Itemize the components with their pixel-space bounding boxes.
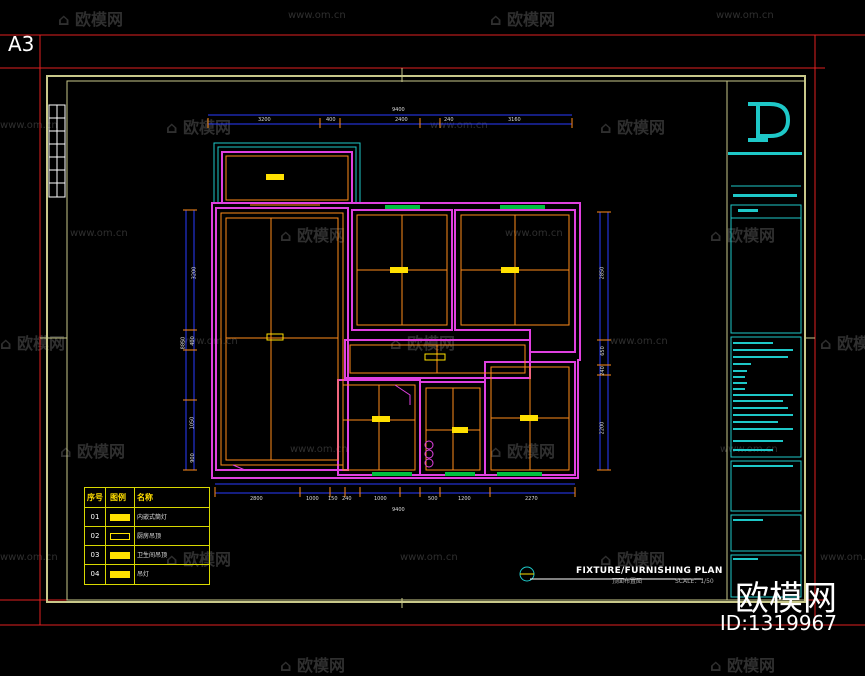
watermark-logo: ⌂ 欧模网 <box>58 10 124 29</box>
dimension-lines <box>185 114 609 494</box>
dim-right-seg: 2200 <box>599 421 606 435</box>
sheet-size-label: A3 <box>8 32 35 56</box>
watermark-url: www.om.cn <box>400 552 458 563</box>
dim-top-seg: 2400 <box>395 117 408 123</box>
kitchen-ceiling-swatch-icon <box>110 533 130 540</box>
dim-top-seg: 3160 <box>508 117 521 123</box>
watermark-url: www.om.cn <box>610 336 668 347</box>
legend-symbol <box>106 527 135 546</box>
legend-no: 02 <box>85 527 106 546</box>
dimension-ticks <box>183 118 611 497</box>
legend-row: 03 卫生间吊顶 <box>85 545 209 565</box>
downlight-swatch-icon <box>110 514 130 521</box>
dim-left-seg: 1050 <box>189 416 196 430</box>
legend-symbol <box>106 508 135 527</box>
dim-left-seg: 3200 <box>191 266 198 280</box>
legend-header-symbol: 图例 <box>106 488 135 507</box>
watermark-url: www.om.cn <box>70 228 128 239</box>
legend-table: 序号 图例 名称 01 内嵌式筒灯 02 厨房吊顶 03 卫生间吊顶 04 吊灯 <box>84 487 210 585</box>
watermark-url: www.om.cn <box>288 10 346 21</box>
dim-bottom-total: 9400 <box>392 507 405 513</box>
dim-left-seg: 900 <box>189 453 196 463</box>
bathroom-ceiling-swatch-icon <box>110 552 130 559</box>
legend-row: 02 厨房吊顶 <box>85 526 209 546</box>
watermark-url: www.om.cn <box>0 552 58 563</box>
legend-header-no: 序号 <box>85 488 106 507</box>
north-arrow-icon <box>519 566 703 582</box>
dim-top-seg: 240 <box>444 117 454 123</box>
watermark-url: www.om.cn <box>290 444 348 455</box>
plan-scale: SCALE：1/50 <box>675 578 714 585</box>
sheet-frame <box>40 68 815 608</box>
dim-left-seg: 400 <box>189 336 196 346</box>
watermark-logo: ⌂ 欧模网 <box>710 226 776 245</box>
windows <box>372 205 545 476</box>
dimension-labels: 9400 3200 400 2400 240 3160 2800 1000 15… <box>180 107 606 513</box>
dim-right-seg: 240 <box>599 366 606 376</box>
watermark-logo: ⌂ 欧模网 <box>820 334 865 353</box>
watermark-url: www.om.cn <box>0 120 58 131</box>
legend-no: 01 <box>85 508 106 527</box>
room-labels <box>266 333 446 361</box>
watermark-url: www.om.cn <box>716 10 774 21</box>
watermark-logo: ⌂ 欧模网 <box>166 118 232 137</box>
legend-name: 吊灯 <box>137 571 150 578</box>
watermark-url: www.om.cn <box>180 336 238 347</box>
watermark-logo: ⌂ 欧模网 <box>600 118 666 137</box>
legend-row: 01 内嵌式筒灯 <box>85 507 209 527</box>
legend-no: 03 <box>85 546 106 565</box>
watermark-logo: ⌂ 欧模网 <box>280 226 346 245</box>
dim-bottom-seg: 500 <box>428 496 438 502</box>
plan-title: FIXTURE/FURNISHING PLAN <box>576 566 723 576</box>
dim-top-seg: 3200 <box>258 117 271 123</box>
watermark-logo: ⌂ 欧模网 <box>490 10 556 29</box>
cad-drawing <box>0 34 865 626</box>
watermark-url: www.om.cn <box>430 120 488 131</box>
revision-boxes <box>48 104 66 198</box>
watermark-logo: ⌂ 欧模网 <box>390 334 456 353</box>
dim-bottom-seg: 1000 <box>306 496 319 502</box>
walls <box>211 151 581 479</box>
dim-right-seg: 2850 <box>599 266 606 280</box>
dim-bottom-seg: 240 <box>342 496 352 502</box>
legend-no: 04 <box>85 565 106 584</box>
dim-bottom-seg: 2800 <box>250 496 263 502</box>
legend-header-row: 序号 图例 名称 <box>85 488 209 507</box>
watermark-logo: ⌂ 欧模网 <box>490 442 556 461</box>
ceiling-lights <box>266 174 538 433</box>
brand-logo-text: 欧模网 <box>735 579 837 619</box>
legend-name: 卫生间吊顶 <box>137 552 168 559</box>
watermark-logo: ⌂ 欧模网 <box>0 334 66 353</box>
dim-left-total: 8850 <box>180 336 187 350</box>
dim-bottom-seg: 1000 <box>374 496 387 502</box>
pendant-light-swatch-icon <box>110 571 130 578</box>
watermark-logo: ⌂ 欧模网 <box>60 442 126 461</box>
title-block-text-lines <box>728 152 802 560</box>
legend-symbol <box>106 565 135 584</box>
dim-top-seg: 400 <box>326 117 336 123</box>
company-logo-mark <box>748 102 791 142</box>
dim-bottom-seg: 150 <box>328 496 338 502</box>
legend-symbol <box>106 546 135 565</box>
watermark-url: www.om.cn <box>505 228 563 239</box>
model-id: ID:1319967 <box>719 611 837 635</box>
title-block <box>730 185 802 598</box>
dim-right-seg: 650 <box>599 346 606 356</box>
plan-subtitle: 顶面布置图 <box>612 578 643 585</box>
legend-row: 04 吊灯 <box>85 564 209 584</box>
watermark-logo: ⌂ 欧模网 <box>600 550 666 569</box>
legend-name: 厨房吊顶 <box>137 533 162 540</box>
legend-header-name: 名称 <box>137 493 153 502</box>
watermark-url: www.om.cn <box>820 552 865 563</box>
dim-bottom-seg: 2270 <box>525 496 538 502</box>
legend-name: 内嵌式筒灯 <box>137 514 168 521</box>
fixtures <box>232 384 434 471</box>
dim-top-total: 9400 <box>392 107 405 113</box>
dim-bottom-seg: 1200 <box>458 496 471 502</box>
